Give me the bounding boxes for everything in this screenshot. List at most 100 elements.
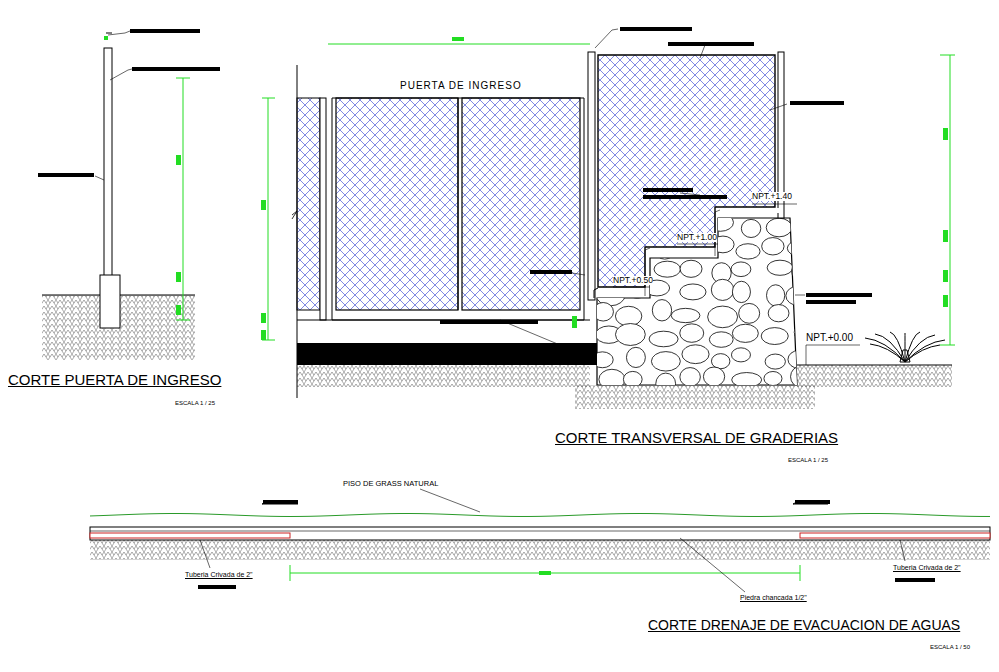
stone — [768, 305, 789, 322]
stone — [711, 279, 733, 300]
redacted-label — [806, 293, 872, 297]
stone — [767, 260, 793, 275]
redacted-label — [895, 578, 935, 582]
annotation: ESCALA 1 / 25 — [175, 400, 215, 407]
section-title: CORTE TRANSVERSAL DE GRADERIAS — [555, 430, 838, 447]
stone — [703, 367, 724, 386]
dimension-mark — [943, 230, 948, 242]
redacted-label — [643, 195, 727, 199]
gate-leaf — [336, 98, 458, 310]
stone — [787, 240, 812, 256]
redacted-label — [790, 101, 844, 105]
annotation: NPT.+0.50 — [613, 276, 653, 285]
annotation: Piedra chancada 1/2" — [740, 594, 807, 602]
ground-hatch — [90, 540, 990, 560]
dimension-line — [262, 98, 275, 99]
stone — [796, 221, 818, 238]
post-cap — [106, 33, 112, 34]
post — [320, 98, 326, 320]
plant-symbol — [865, 332, 945, 362]
leader-line — [900, 540, 905, 561]
leader-line — [572, 273, 585, 275]
redacted-label — [198, 585, 236, 589]
stone — [709, 332, 733, 347]
dimension-mark — [943, 295, 948, 307]
dimension-line — [940, 55, 955, 56]
annotation: ESCALA 1 / 25 — [788, 457, 828, 464]
dimension-mark — [176, 155, 181, 165]
stone — [762, 238, 784, 255]
dimension-line — [176, 320, 190, 321]
leader-line — [795, 295, 805, 296]
dimension-line — [262, 340, 275, 341]
stone — [708, 306, 738, 328]
stone — [592, 352, 613, 368]
annotation: NPT.+1.00 — [677, 233, 717, 242]
ground-line — [797, 365, 952, 366]
stone — [649, 331, 678, 347]
dimension-mark — [104, 36, 108, 40]
section-title: CORTE PUERTA DE INGRESO — [8, 372, 221, 389]
stone — [732, 373, 762, 388]
stone — [680, 260, 702, 277]
annotation: PUERTA DE INGRESO — [400, 80, 522, 91]
dimension-mark — [943, 128, 948, 140]
fence-panel — [297, 98, 320, 310]
step-edge — [645, 248, 650, 296]
ground-hatch — [297, 365, 590, 387]
dimension-mark — [261, 330, 266, 340]
stone — [626, 347, 645, 367]
leader-line — [680, 538, 745, 592]
leader-line — [95, 176, 104, 180]
gate-frame — [332, 98, 584, 320]
leader-line — [420, 489, 480, 512]
stone — [739, 303, 760, 323]
stone — [656, 373, 676, 394]
annotation: Tuberia Crivada de 2" — [185, 571, 253, 579]
stone — [680, 324, 704, 342]
dimension-line — [950, 55, 951, 345]
level-line — [806, 345, 860, 346]
redacted-label — [38, 173, 94, 177]
stone — [767, 285, 785, 306]
leader-line — [108, 31, 130, 35]
dimension-line — [176, 78, 190, 79]
redacted-label — [668, 42, 754, 46]
dimension-line — [940, 345, 955, 346]
stone — [671, 308, 700, 322]
dimension-mark — [261, 200, 266, 210]
drain-pipe — [90, 533, 290, 538]
step-edge — [594, 288, 598, 298]
dimension-mark — [261, 313, 266, 323]
redacted-label — [795, 500, 830, 504]
redacted-label — [530, 270, 572, 274]
gravel-trench — [90, 527, 990, 540]
stone — [764, 371, 782, 385]
dimension-mark — [176, 305, 181, 315]
redacted-label — [440, 320, 538, 324]
dimension-mark — [539, 571, 551, 575]
break-mark — [292, 211, 297, 219]
dimension-line — [800, 565, 801, 581]
annotation: PISO DE GRASS NATURAL — [343, 480, 438, 488]
dimension-line — [183, 78, 184, 320]
redacted-label — [643, 188, 693, 192]
level-line — [806, 345, 807, 365]
level-line — [613, 287, 650, 288]
stone — [766, 218, 792, 237]
stone — [615, 324, 645, 346]
gate-leaf — [462, 98, 580, 310]
redacted-label — [132, 67, 220, 71]
dimension-mark — [943, 270, 948, 282]
level-line — [677, 244, 718, 245]
concrete-slab — [297, 343, 597, 365]
redacted-label — [263, 500, 298, 504]
plant-trunk — [900, 350, 910, 362]
leader-line — [680, 193, 700, 195]
leader-line — [770, 104, 787, 110]
annotation: ESCALA 1 / 50 — [930, 644, 970, 651]
annotation: NPT.+0.00 — [806, 332, 853, 343]
stone — [731, 262, 751, 277]
stone — [680, 284, 706, 300]
